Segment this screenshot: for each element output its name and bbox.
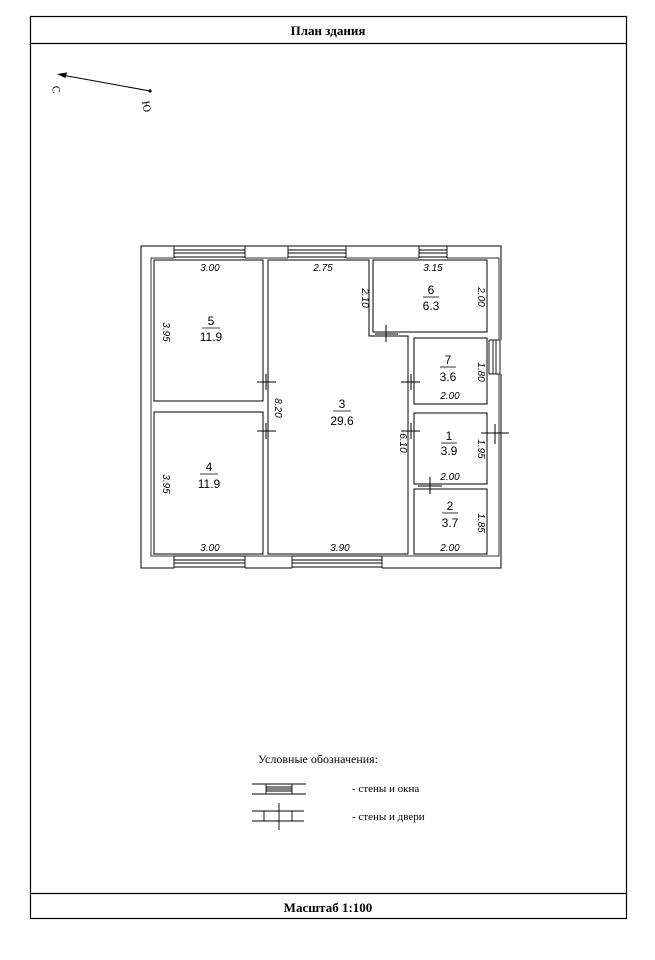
door-room7: [401, 374, 420, 390]
windows: [173, 245, 502, 569]
compass-south-label: Ю: [139, 100, 153, 113]
room-5-area: 11.9: [200, 330, 223, 344]
dim-room3-right: 6.10: [397, 433, 408, 453]
dim-room6-side: 2.00: [475, 286, 486, 307]
dim-room7-bottom: 2.00: [439, 391, 460, 402]
dim-room6-top: 3.15: [423, 263, 443, 274]
room-3-area: 29.6: [330, 414, 354, 428]
room-3-outline: [267, 259, 409, 555]
room-walls: [153, 259, 488, 555]
dim-room5-top: 3.00: [200, 263, 220, 274]
dim-room3-notch: 2.10: [359, 287, 370, 308]
room-5-number: 5: [208, 314, 215, 328]
dim-room4-side: 3.95: [160, 474, 171, 494]
legend: Условные обозначения: - стены и окна - с…: [252, 752, 425, 830]
page-title: План здания: [291, 23, 366, 38]
room-2-area: 3.7: [442, 516, 459, 530]
room-6-area: 6.3: [423, 299, 440, 313]
dim-room2-side: 1.85: [475, 513, 486, 533]
legend-door-symbol: [252, 803, 304, 830]
window-right-room7: [488, 339, 502, 375]
room-2-number: 2: [447, 499, 454, 513]
room-1-number: 1: [446, 429, 453, 443]
dim-room3-left: 8.20: [272, 398, 283, 418]
room-4-number: 4: [206, 460, 213, 474]
window-bottom-middle: [291, 555, 383, 569]
room-6-outline: [372, 259, 488, 333]
dim-room4-bottom: 3.00: [200, 543, 220, 554]
dim-room5-side: 3.95: [160, 322, 171, 342]
door-room6: [375, 325, 398, 342]
dim-room3-bottom: 3.90: [330, 543, 350, 554]
scale-label: Масштаб 1:100: [284, 900, 373, 915]
room-5-outline: [153, 259, 264, 402]
room-1-area: 3.9: [441, 444, 458, 458]
legend-title: Условные обозначения:: [258, 752, 378, 766]
dim-room2-bottom: 2.00: [439, 543, 460, 554]
room-4-area: 11.9: [198, 477, 221, 491]
room-7-area: 3.6: [440, 370, 457, 384]
room-7-number: 7: [445, 353, 452, 367]
dim-room3-top: 2.75: [312, 263, 333, 274]
door-exterior: [481, 424, 509, 444]
window-top-right: [418, 245, 448, 259]
window-top-left: [173, 245, 246, 259]
outer-frame: [29, 15, 628, 920]
room-2-outline: [413, 488, 488, 555]
door-room5: [257, 374, 276, 390]
doors: [257, 325, 509, 494]
door-room4: [257, 423, 276, 439]
room-labels: 5 11.9 4 11.9 3 29.6 6 6.3 7 3.6 1 3.9 2…: [198, 283, 459, 530]
legend-walls-windows: - стены и окна: [352, 783, 419, 795]
door-room1: [401, 423, 420, 439]
window-bottom-left: [173, 555, 246, 569]
dim-room1-side: 1.95: [475, 439, 486, 459]
room-7-outline: [413, 337, 488, 405]
legend-walls-doors: - стены и двери: [352, 811, 425, 823]
compass-arrow: [57, 72, 152, 93]
room-3-number: 3: [339, 397, 346, 411]
room-1-outline: [413, 412, 488, 485]
legend-window-symbol: [252, 783, 306, 795]
room-6-number: 6: [428, 283, 435, 297]
dim-room7-side: 1.80: [475, 362, 486, 382]
room-4-outline: [153, 411, 264, 555]
dimension-labels: 3.00 3.95 3.95 3.00 2.75 3.90 8.20 6.10 …: [160, 263, 486, 554]
compass-north-label: С: [49, 85, 62, 94]
door-room2: [418, 477, 442, 494]
window-top-middle: [287, 245, 347, 259]
dim-room1-bottom: 2.00: [439, 472, 460, 483]
